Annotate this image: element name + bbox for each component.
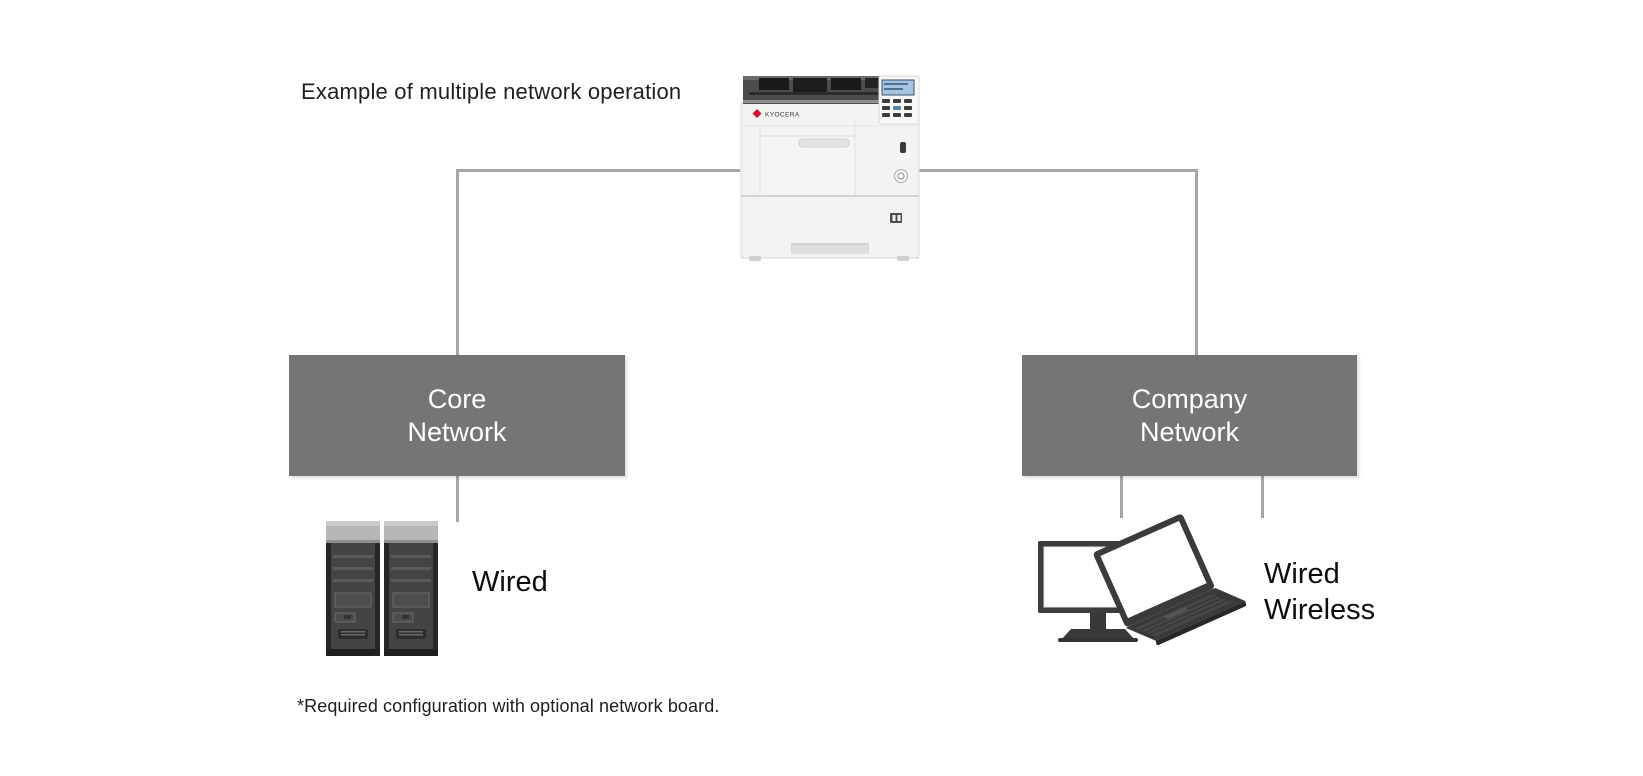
footnote-text: *Required configuration with optional ne… — [297, 696, 720, 716]
servers-icon — [326, 521, 438, 656]
company-connection-label-line2: Wireless — [1264, 594, 1376, 626]
connector-line-core-to-servers — [456, 476, 459, 522]
core-network-box: Core Network — [289, 355, 625, 476]
laptop-icon — [1093, 514, 1247, 645]
core-connection-label: Wired — [472, 566, 548, 598]
core-network-label-line2: Network — [407, 416, 507, 447]
connector-line-company-to-desktop — [1120, 476, 1123, 518]
client-devices-group — [1030, 505, 1250, 645]
company-connection-label: Wired Wireless — [1264, 556, 1375, 628]
company-network-label-line2: Network — [1139, 416, 1240, 447]
printer-icon: KYOCERA — [733, 70, 923, 264]
page-title: Example of multiple network operation — [301, 79, 682, 104]
kyocera-logo-icon — [752, 109, 762, 118]
core-network-label-line1: Core — [427, 383, 487, 414]
company-connection-label-line1: Wired — [1264, 558, 1340, 590]
company-network-box: Company Network — [1022, 355, 1357, 476]
connector-line-printer-to-core-vertical — [456, 169, 459, 355]
connector-line-printer-to-core-horizontal — [456, 169, 740, 172]
printer-brand-text: KYOCERA — [765, 112, 800, 119]
connector-line-printer-to-company-horizontal — [916, 169, 1198, 172]
connector-line-company-to-laptop — [1261, 476, 1264, 518]
company-network-label-line1: Company — [1131, 383, 1248, 414]
connector-line-printer-to-company-vertical — [1195, 169, 1198, 355]
